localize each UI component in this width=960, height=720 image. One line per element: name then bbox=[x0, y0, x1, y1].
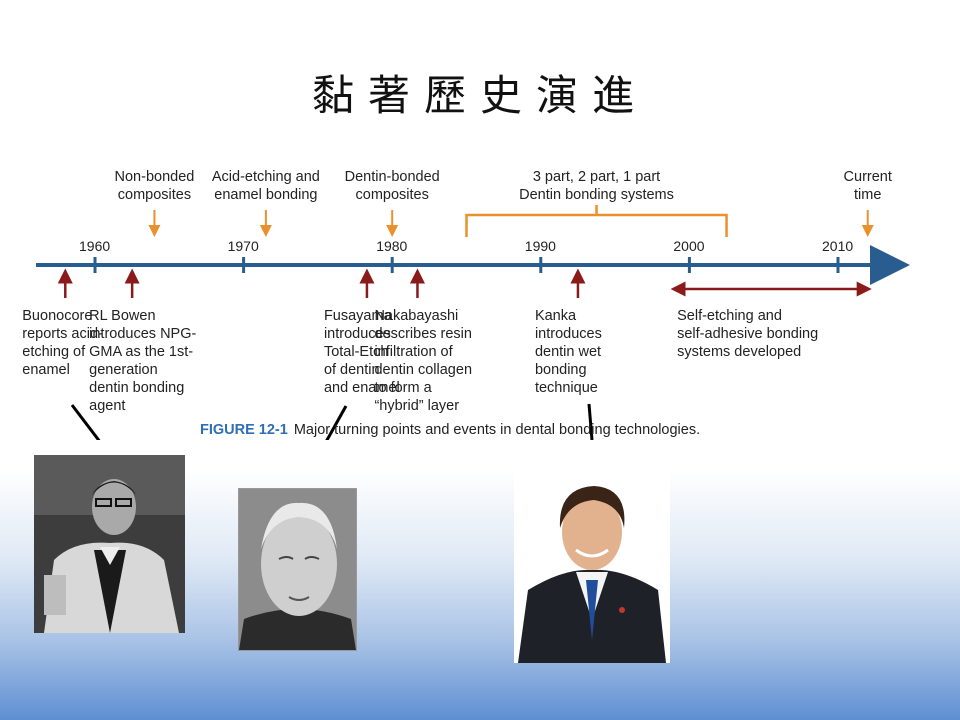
event-label-bottom-line: agent bbox=[89, 398, 126, 414]
event-label-bottom-line: dentin wet bbox=[534, 344, 602, 360]
event-label-bottom-line: self-adhesive bonding bbox=[677, 326, 819, 342]
event-label-bottom-line: to form a bbox=[374, 380, 432, 396]
event-label-bottom-line: Self-etching and bbox=[677, 308, 782, 324]
event-label-bottom-line: bonding bbox=[534, 362, 587, 378]
event-label-bottom-line: dentin collagen bbox=[374, 362, 473, 378]
event-label-bottom-line: describes resin bbox=[374, 326, 472, 342]
timeline-diagram bbox=[36, 205, 910, 440]
event-label-bottom-line: “hybrid” layer bbox=[374, 398, 460, 414]
event-label-bottom-line: introduces NPG- bbox=[89, 326, 197, 342]
portrait-buonocore-image bbox=[34, 455, 185, 633]
event-label-bottom-line: Kanka bbox=[534, 308, 577, 324]
event-label-bottom-line: introduces bbox=[534, 326, 602, 342]
figure-caption: FIGURE 12-1 Major turning points and even… bbox=[200, 422, 700, 438]
event-label-top: Dentin-bonded composites bbox=[322, 168, 462, 204]
event-label-bottom-line: and enamel bbox=[323, 380, 400, 396]
photo-fusayama bbox=[238, 488, 357, 651]
event-label-bottom-line: reports acid- bbox=[22, 326, 103, 342]
event-label-top-line: time bbox=[854, 187, 882, 203]
portrait-fusayama-image bbox=[239, 489, 356, 650]
event-label-bottom: RL Bowen introduces NPG- GMA as the 1st-ge… bbox=[89, 307, 219, 415]
event-label-top: Current time bbox=[798, 168, 938, 204]
event-label-top-line: Non-bonded bbox=[114, 169, 195, 185]
event-label-bottom-line: GMA as the 1st- bbox=[89, 344, 194, 360]
event-label-top: Non-bonded composites bbox=[84, 168, 224, 204]
event-label-top-line: 3 part, 2 part, 1 part bbox=[532, 169, 661, 185]
year-label: 2000 bbox=[673, 238, 705, 254]
year-label: 1960 bbox=[79, 238, 111, 254]
event-label-bottom-line: infiltration of bbox=[374, 344, 453, 360]
year-label: 1970 bbox=[227, 238, 259, 254]
event-label-top-line: Acid-etching and bbox=[211, 169, 320, 185]
year-label: 2010 bbox=[822, 238, 854, 254]
event-label-bottom: Nakabayashi describes resin infiltration o… bbox=[374, 307, 504, 415]
pointer-line-kanka bbox=[587, 403, 594, 440]
event-label-bottom-line: introduces bbox=[323, 326, 391, 342]
event-label-bottom-line: Fusayama bbox=[323, 308, 392, 324]
event-label-top-line: enamel bonding bbox=[214, 187, 318, 203]
event-label-bottom-line: enamel bbox=[22, 362, 70, 378]
event-label-bottom-line: etching of bbox=[22, 344, 86, 360]
event-label-top-line: Dentin-bonded bbox=[344, 169, 440, 185]
event-label-top-line: composites bbox=[117, 187, 192, 203]
event-label-bottom-line: technique bbox=[534, 380, 598, 396]
year-label: 1990 bbox=[524, 238, 556, 254]
event-label-bottom: Buonocore reports acid-etching of enamel bbox=[22, 307, 152, 379]
figure-caption-text: Major turning points and events in denta… bbox=[293, 422, 701, 438]
page-title: 黏著歷史演進 bbox=[311, 71, 648, 120]
event-label-bottom-line: of dentin bbox=[323, 362, 380, 378]
pointer-line-fusayama bbox=[325, 405, 348, 440]
event-label-bottom-line: Total-Etch bbox=[323, 344, 389, 360]
event-label-top-line: Dentin bonding systems bbox=[519, 187, 674, 203]
photo-buonocore bbox=[34, 455, 185, 633]
year-label: 1980 bbox=[376, 238, 408, 254]
event-label-bottom-line: systems developed bbox=[677, 344, 802, 360]
event-label-bottom: Self-etching and self-adhesive bonding sys… bbox=[677, 307, 877, 361]
event-label-bottom-line: dentin bonding bbox=[89, 380, 185, 396]
event-label-bottom: Kanka introduces dentin wet bonding techniqu… bbox=[535, 307, 665, 397]
pointer-line-buonocore bbox=[70, 404, 101, 440]
figure-number: FIGURE 12-1 bbox=[200, 422, 288, 438]
event-label-bottom-line: Buonocore bbox=[22, 308, 93, 324]
event-label-bottom-line: RL Bowen bbox=[89, 308, 156, 324]
event-label-top-line: Current bbox=[843, 169, 892, 185]
portrait-kanka-image bbox=[514, 470, 670, 663]
range-bracket bbox=[465, 205, 728, 237]
event-label-bottom-line: generation bbox=[89, 362, 158, 378]
photo-kanka bbox=[514, 470, 670, 663]
event-label-top-line: composites bbox=[355, 187, 429, 203]
event-label-bottom-line: Nakabayashi bbox=[374, 308, 459, 324]
event-label-top: Acid-etching and enamel bonding bbox=[196, 168, 336, 204]
